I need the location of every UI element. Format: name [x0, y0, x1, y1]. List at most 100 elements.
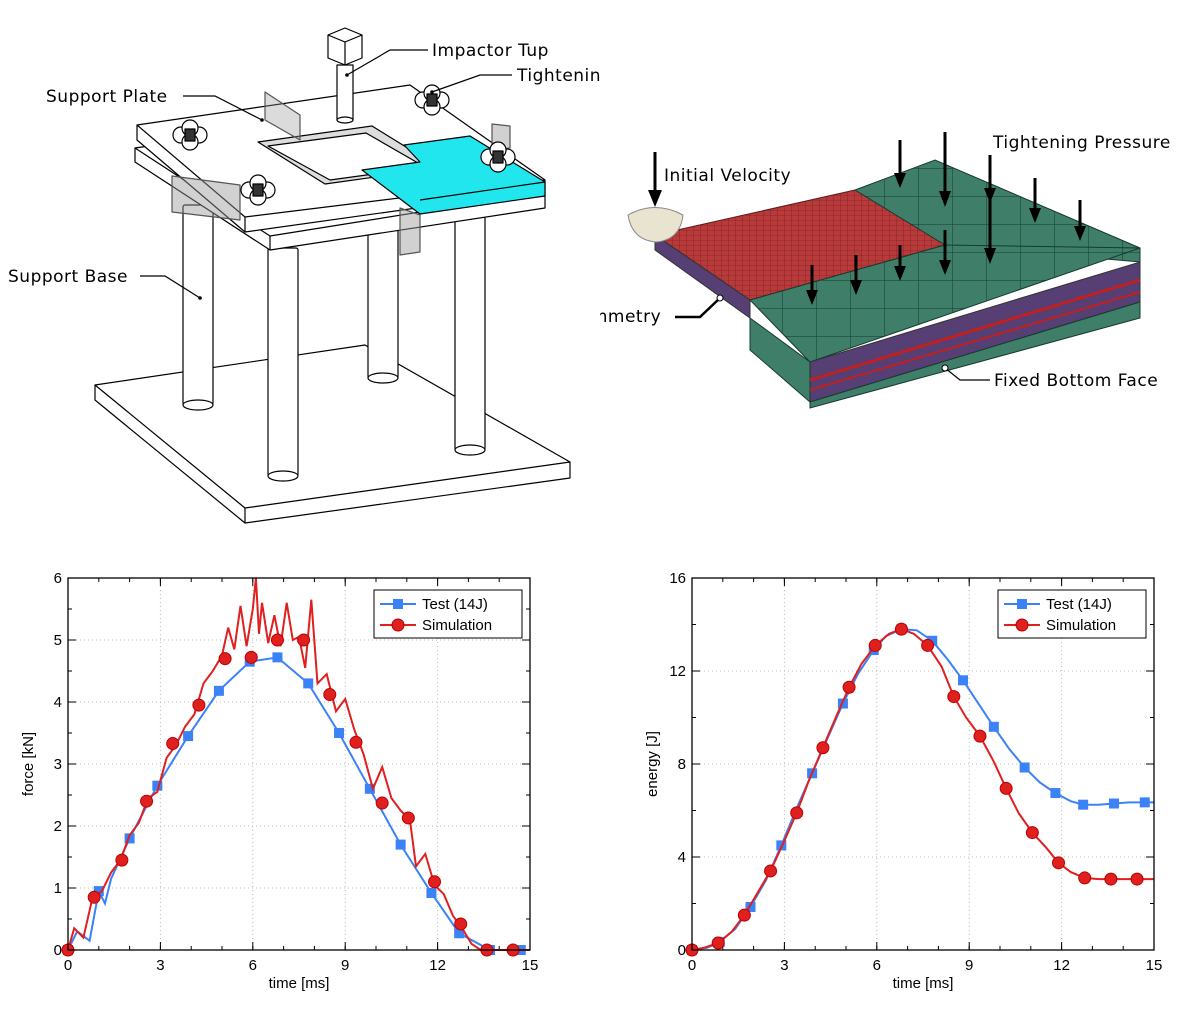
test-fixture-drawing: Impactor Tup Tightening K nob Support Pl… — [8, 27, 600, 524]
test-marker — [927, 635, 938, 646]
y-tick-label: 4 — [54, 694, 62, 711]
label-initial-velocity: Initial Velocity — [664, 166, 791, 186]
simulation-marker — [192, 698, 206, 712]
x-tick-label: 0 — [64, 957, 72, 974]
x-tick-label: 6 — [873, 957, 881, 974]
simulation-marker — [454, 917, 468, 931]
test-marker — [152, 780, 163, 791]
fe-model-drawing: Initial Velocity Tightening Pressure Sym… — [600, 132, 1170, 409]
test-marker — [334, 728, 345, 738]
y-axis-label: energy [J] — [644, 731, 661, 797]
y-tick-label: 3 — [54, 756, 62, 773]
simulation-marker — [1130, 872, 1144, 886]
legend-box — [997, 589, 1147, 639]
simulation-marker — [842, 680, 856, 694]
test-marker — [745, 901, 756, 912]
x-tick-label: 9 — [965, 957, 973, 974]
simulation-marker — [1025, 826, 1039, 840]
tightening-knobs — [172, 84, 516, 206]
simulation-marker — [166, 737, 180, 751]
test-marker — [988, 721, 999, 732]
label-symmetry: Symmetry — [600, 307, 661, 327]
y-tick-label: 16 — [669, 570, 686, 587]
simulation-marker — [921, 638, 935, 652]
x-tick-label: 12 — [429, 957, 446, 974]
test-marker — [1139, 797, 1150, 808]
legend-marker — [391, 618, 405, 632]
y-tick-label: 4 — [678, 849, 686, 866]
x-tick-label: 9 — [341, 957, 349, 974]
label-impactor-tup: Impactor Tup — [432, 41, 549, 61]
test-marker — [213, 685, 224, 696]
impactor-tup — [327, 27, 363, 124]
y-axis-label: force [kN] — [20, 732, 37, 796]
simulation-marker — [140, 794, 154, 808]
legend-label: Simulation — [422, 617, 492, 634]
simulation-marker — [349, 735, 363, 749]
simulation-marker — [1052, 856, 1066, 870]
test-marker — [1108, 798, 1119, 809]
label-tightening-knob: Tightening K nob — [516, 66, 600, 86]
test-marker — [1050, 788, 1061, 799]
support-legs — [182, 204, 486, 482]
y-tick-label: 12 — [669, 663, 686, 680]
clamp-plate-front — [749, 244, 1141, 363]
test-marker — [272, 652, 283, 663]
base-plate — [94, 344, 571, 524]
series-line-test — [67, 656, 530, 951]
legend-marker — [393, 599, 403, 609]
simulation-marker — [323, 688, 337, 702]
test-marker — [958, 675, 969, 686]
test-marker — [93, 886, 104, 897]
plot-frame — [691, 577, 1155, 951]
test-marker — [364, 783, 375, 794]
test-marker — [124, 833, 135, 844]
series-line-simulation — [691, 628, 1154, 951]
simulation-marker — [737, 908, 751, 922]
simulation-marker — [868, 638, 882, 652]
x-tick-label: 0 — [688, 957, 696, 974]
y-tick-label: 2 — [54, 818, 62, 835]
x-axis-label: time [ms] — [269, 975, 330, 992]
test-marker — [426, 887, 437, 898]
x-axis-label: time [ms] — [893, 975, 954, 992]
simulation-marker — [244, 650, 258, 664]
clamp-plate-back — [853, 159, 1141, 263]
label-fixed-bottom-face: Fixed Bottom Face — [994, 371, 1158, 391]
simulation-marker — [711, 936, 725, 950]
y-tick-label: 8 — [678, 756, 686, 773]
x-tick-label: 3 — [156, 957, 164, 974]
simulation-marker — [401, 811, 415, 825]
simulation-marker — [375, 796, 389, 810]
series-line-simulation — [67, 577, 530, 951]
test-marker — [1019, 762, 1030, 773]
simulation-marker — [764, 864, 778, 878]
simulation-marker — [999, 781, 1013, 795]
x-tick-label: 6 — [249, 957, 257, 974]
x-tick-label: 3 — [780, 957, 788, 974]
simulation-marker — [947, 690, 961, 704]
plot-frame — [67, 577, 531, 951]
simulation-marker — [428, 875, 442, 889]
label-support-plate: Support Plate — [46, 87, 168, 107]
x-tick-label: 15 — [1146, 957, 1163, 974]
pressure-arrows — [648, 132, 1086, 305]
simulation-marker — [816, 741, 830, 755]
simulation-marker — [1078, 871, 1092, 885]
test-marker — [1078, 799, 1089, 810]
test-marker — [303, 678, 314, 689]
simulation-marker — [218, 652, 232, 666]
impactor-hemisphere — [627, 207, 684, 243]
legend-marker — [1015, 618, 1029, 632]
legend-label: Test (14J) — [422, 596, 488, 613]
simulation-marker — [790, 806, 804, 820]
simulation-marker — [894, 622, 908, 636]
legend-marker — [1017, 599, 1027, 609]
simulation-marker — [270, 633, 284, 647]
y-tick-label: 0 — [678, 942, 686, 959]
simulation-marker — [973, 729, 987, 743]
legend-label: Test (14J) — [1046, 596, 1112, 613]
x-tick-label: 15 — [522, 957, 539, 974]
